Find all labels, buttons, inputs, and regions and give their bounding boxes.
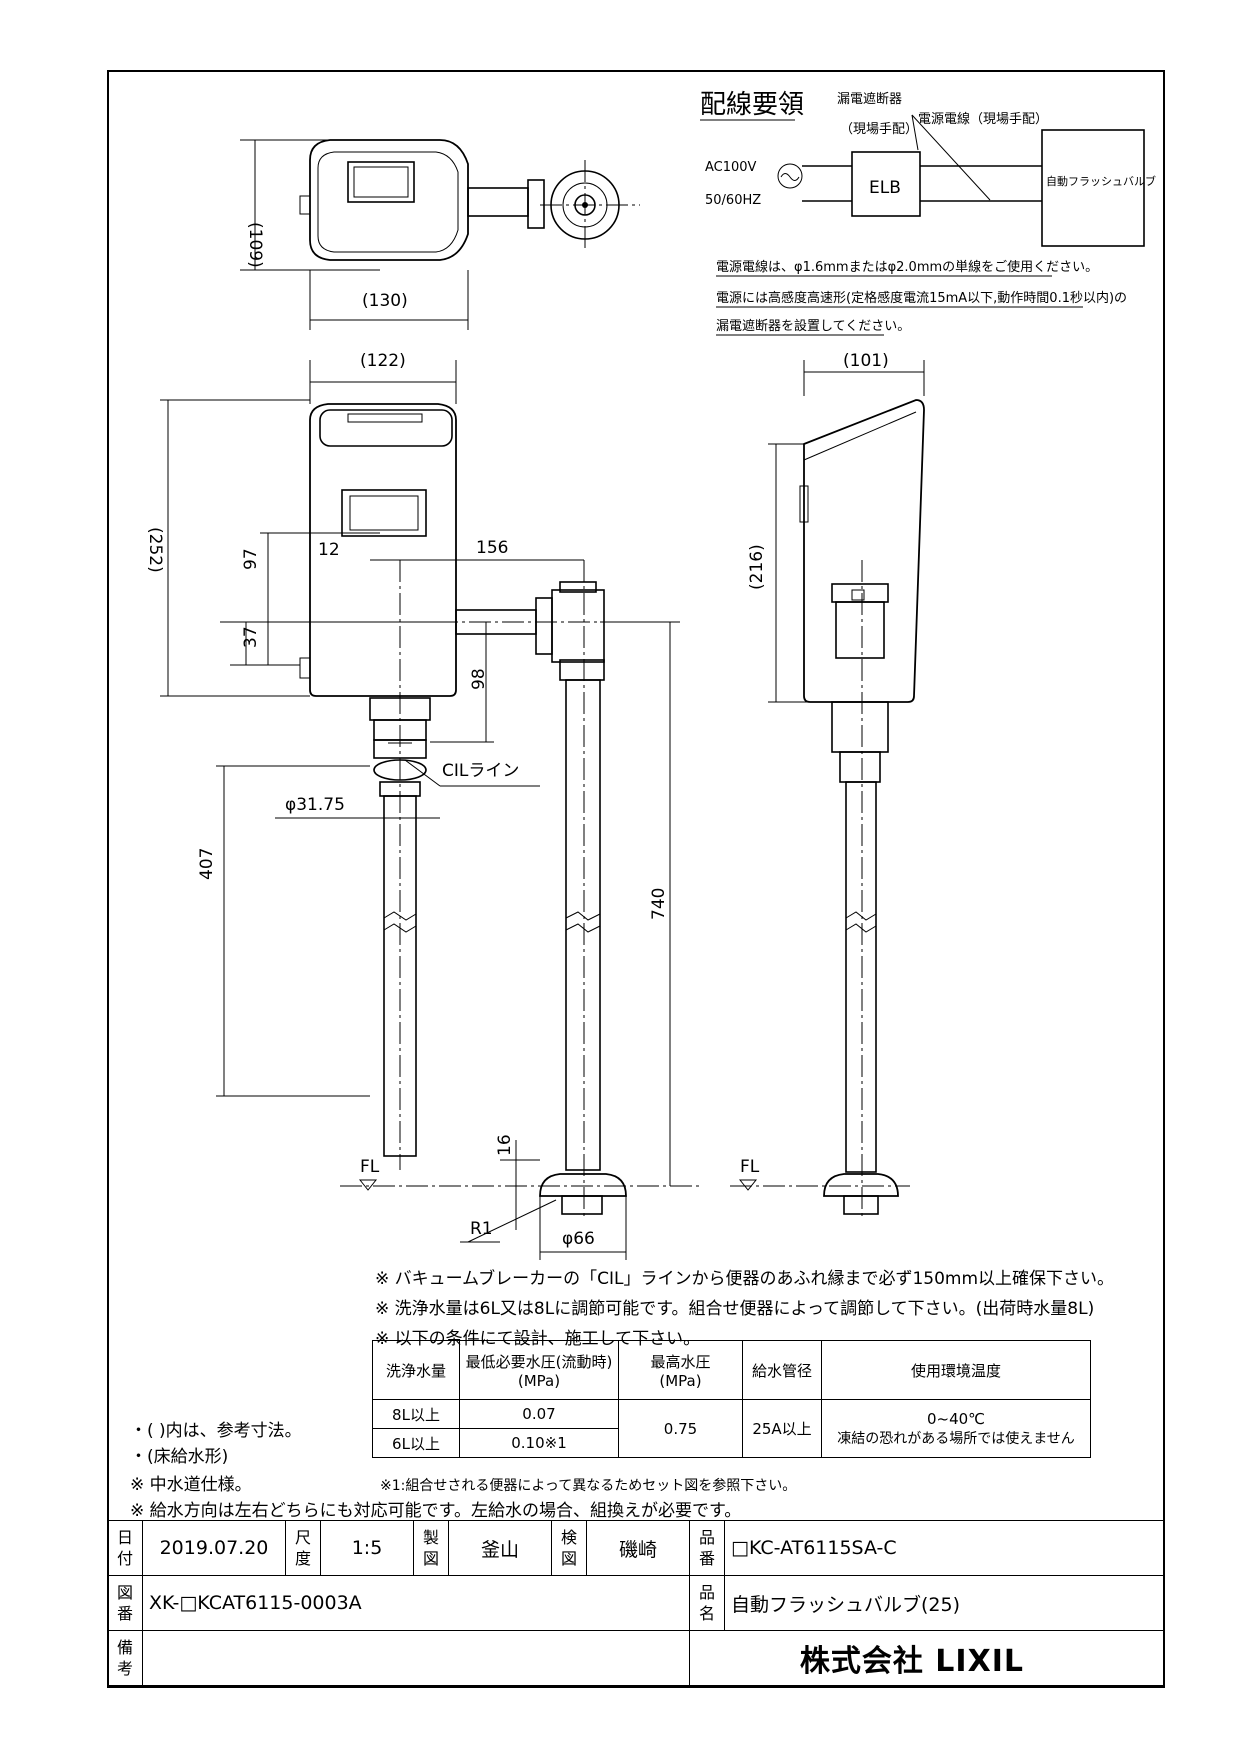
remarks-label: 備考 [107,1630,143,1686]
dim-12: 12 [318,540,340,560]
part-no-label: 品番 [689,1520,725,1576]
spec-row1-pressure: 0.07 [459,1399,619,1429]
company-logo: 株式会社 LIXIL [689,1630,1165,1686]
spec-header-max-pressure: 最高水圧(MPa) [618,1340,743,1400]
dim-31-75: φ31.75 [285,795,345,815]
power-line-label: 電源電線（現場手配） [918,111,1048,127]
dim-16: 16 [495,1134,515,1156]
wiring-note-1: 電源電線は、φ1.6mmまたはφ2.0mmの単線をご使用ください。 [716,259,1098,275]
spec-pipe: 25A以上 [742,1399,822,1458]
remarks-value [142,1630,690,1686]
spec-row2-flush: 6L以上 [372,1428,460,1458]
date-label: 日付 [107,1520,143,1576]
dim-407: 407 [197,848,217,880]
wiring-title: 配線要領 [700,90,804,120]
cil-label: CILライン [442,761,519,781]
supply-voltage: AC100V [705,160,757,175]
drawn-value: 釜山 [448,1520,552,1576]
wiring-note-2: 電源には高感度高速形(定格感度電流15mA以下,動作時間0.1秒以内)の [716,290,1127,306]
dim-740: 740 [649,888,669,920]
spec-table: 洗浄水量 最低必要水圧(流動時)(MPa) 最高水圧(MPa) 給水管径 使用環… [372,1340,1091,1458]
footnote-1: ※1:組合せされる便器によって異なるためセット図を参照下さい。 [380,1477,796,1494]
elb-box [851,151,921,217]
scale-label: 尺度 [285,1520,321,1576]
dim-252: (252) [145,527,165,573]
dim-122: (122) [360,351,406,371]
left-note-1: ・( )内は、参考寸法。 [130,1421,302,1441]
footnote-2: ※ 給水方向は左右どちらにも対応可能です。左給水の場合、組換えが必要です。 [130,1501,741,1521]
fl-label-side: FL [740,1157,760,1177]
elb-label: ELB [869,178,901,198]
title-block: 日付 2019.07.20 尺度 1:5 製図 釜山 検図 磯崎 品番 □KC-… [107,1520,1165,1686]
dim-156: 156 [476,538,508,558]
dim-109: (109) [245,222,265,268]
top-view [299,139,640,261]
drawn-label: 製図 [413,1520,449,1576]
side-view [799,399,925,1215]
spec-header-min-pressure: 最低必要水圧(流動時)(MPa) [459,1340,619,1400]
ac-source-icon [777,163,803,189]
wiring-note-3: 漏電遮断器を設置してください。 [716,318,910,334]
note-2: ※ 洗浄水量は6L又は8Lに調節可能です。組合せ便器によって調節して下さい。(出… [375,1299,1094,1319]
note-1: ※ バキュームブレーカーの「CIL」ラインから便器のあふれ縁まで必ず150mm以… [375,1268,1114,1289]
supply-freq: 50/60HZ [705,193,761,208]
spec-row1-flush: 8L以上 [372,1399,460,1429]
date-value: 2019.07.20 [142,1520,286,1576]
checked-label: 検図 [551,1520,587,1576]
dim-216: (216) [747,544,767,590]
name-value: 自動フラッシュバルブ(25) [724,1575,1165,1631]
fl-label-front: FL [360,1157,380,1177]
drawing-no-value: XK-□KCAT6115-0003A [142,1575,690,1631]
dim-101: (101) [843,351,889,371]
spec-row2-pressure: 0.10※1 [459,1428,619,1458]
scale-value: 1:5 [320,1520,414,1576]
part-no-value: □KC-AT6115SA-C [724,1520,1165,1576]
drawing-no-label: 図番 [107,1575,143,1631]
dim-98: 98 [469,668,489,690]
dim-r1: R1 [470,1219,493,1239]
drawing-frame [107,70,1165,1688]
dim-130: (130) [362,291,408,311]
front-view [299,403,627,1215]
name-label: 品名 [689,1575,725,1631]
breaker-label: 漏電遮断器 [837,91,902,107]
device-label: 自動フラッシュバルブ [1046,174,1156,188]
spec-header-temp: 使用環境温度 [821,1340,1091,1400]
left-note-2: ・(床給水形) [130,1447,228,1467]
checked-value: 磯崎 [586,1520,690,1576]
dim-97: 97 [241,548,261,570]
spec-header-flush: 洗浄水量 [372,1340,460,1400]
device-box [1041,129,1145,247]
spec-max-pressure: 0.75 [618,1399,743,1458]
dim-37: 37 [241,626,261,648]
left-note-3: ※ 中水道仕様。 [130,1475,252,1495]
dim-66: φ66 [562,1229,595,1249]
breaker-note: （現場手配） [840,122,918,137]
spec-header-pipe: 給水管径 [742,1340,822,1400]
